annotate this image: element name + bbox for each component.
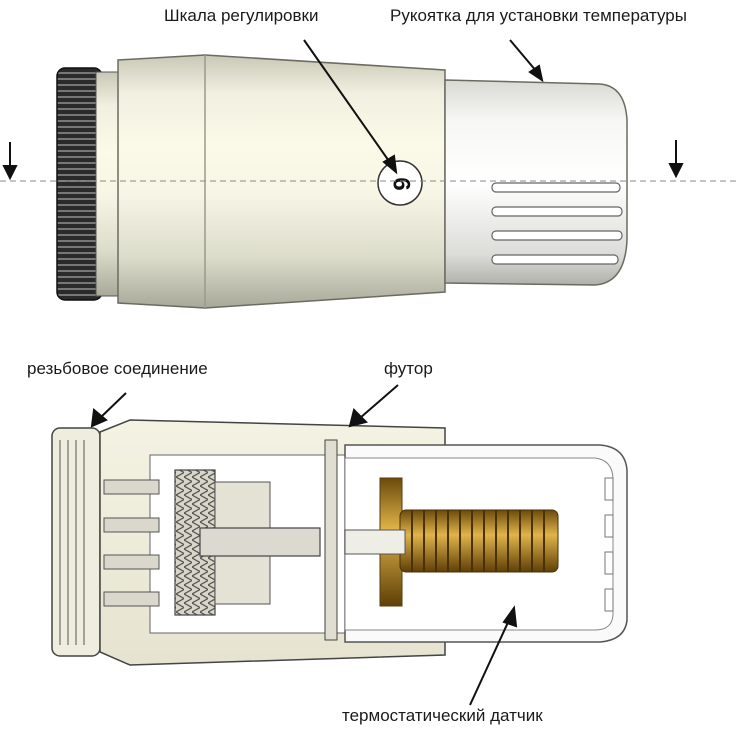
label-scale: Шкала регулировки — [164, 6, 319, 25]
adjustment-dial-marker — [377, 160, 423, 206]
cutaway-view — [51, 384, 628, 706]
thread-leader — [90, 392, 127, 428]
spindle-pin — [199, 527, 321, 557]
futor-leader — [348, 384, 399, 428]
handle-grooves — [491, 182, 623, 265]
section-arrow-left — [2, 142, 18, 181]
section-arrow-right — [668, 140, 684, 179]
label-thread: резьбовое соединение — [27, 359, 208, 378]
label-futor: футор — [384, 359, 433, 378]
label-sensor: термостатический датчик — [342, 706, 543, 725]
knurled-ring — [56, 67, 103, 301]
scale-leader — [303, 39, 398, 175]
label-handle: Рукоятка для установки температуры — [390, 6, 687, 25]
exterior-view: 6 — [0, 39, 738, 309]
dial-number: 6 — [388, 177, 415, 190]
sensor-leader — [469, 605, 518, 706]
handle-leader — [509, 39, 544, 83]
